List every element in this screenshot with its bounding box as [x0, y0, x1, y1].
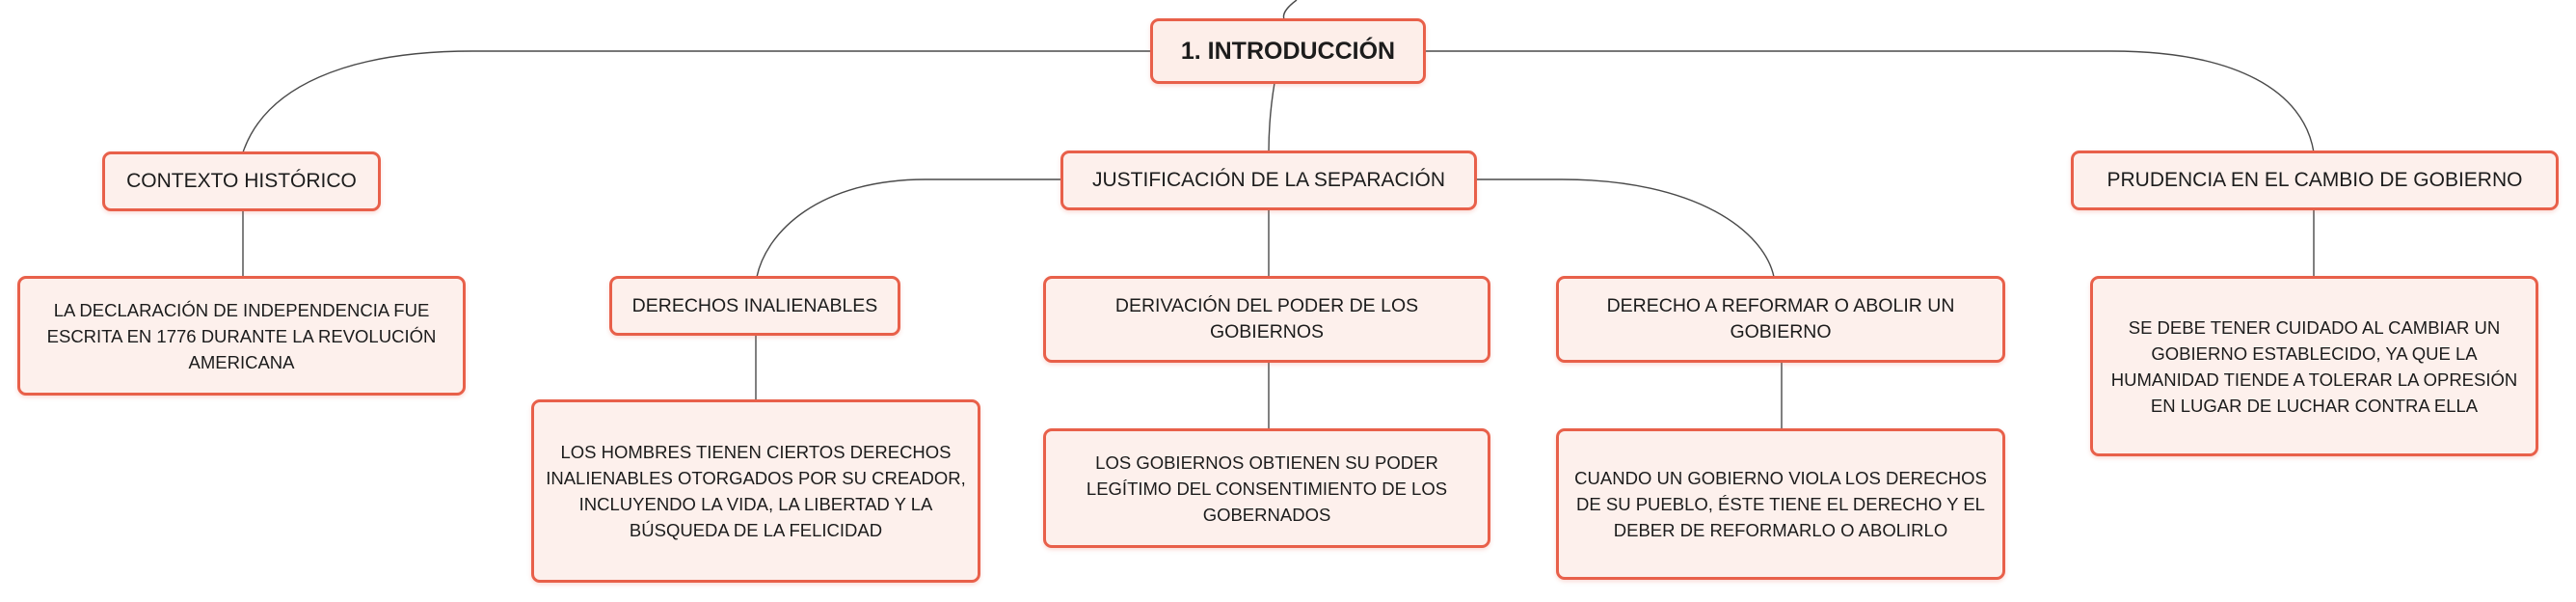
connector-justificacion-reformar — [1475, 178, 1775, 278]
detail-prudencia-cambio-gobierno[interactable]: SE DEBE TENER CUIDADO AL CAMBIAR UN GOBI… — [2090, 276, 2538, 456]
subtopic-derecho-reformar-abolir[interactable]: DERECHO A REFORMAR O ABOLIR UN GOBIERNO — [1556, 276, 2005, 363]
detail-contexto-historico[interactable]: LA DECLARACIÓN DE INDEPENDENCIA FUE ESCR… — [17, 276, 466, 396]
detail-text: CUANDO UN GOBIERNO VIOLA LOS DERECHOS DE… — [1574, 468, 1987, 540]
topic-justificacion-separacion[interactable]: JUSTIFICACIÓN DE LA SEPARACIÓN — [1060, 150, 1477, 210]
connector-justificacion-derechos — [756, 178, 1062, 278]
root-node-introduccion[interactable]: 1. INTRODUCCIÓN — [1150, 18, 1426, 84]
topic-contexto-historico[interactable]: CONTEXTO HISTÓRICO — [102, 151, 381, 211]
topic-label: JUSTIFICACIÓN DE LA SEPARACIÓN — [1091, 169, 1445, 191]
connector-root-justificacion — [1268, 82, 1275, 153]
detail-text: LOS GOBIERNOS OBTIENEN SU PODER LEGÍTIMO… — [1086, 452, 1448, 525]
detail-text: LA DECLARACIÓN DE INDEPENDENCIA FUE ESCR… — [46, 299, 437, 372]
detail-derechos-inalienables[interactable]: LOS HOMBRES TIENEN CIERTOS DERECHOS INAL… — [531, 399, 980, 583]
subtopic-label: DERECHO A REFORMAR O ABOLIR UN GOBIERNO — [1606, 295, 1955, 342]
detail-text: LOS HOMBRES TIENEN CIERTOS DERECHOS INAL… — [546, 442, 966, 540]
detail-derecho-reformar-abolir[interactable]: CUANDO UN GOBIERNO VIOLA LOS DERECHOS DE… — [1556, 428, 2005, 580]
connector-root-parent — [1282, 0, 1298, 20]
subtopic-derechos-inalienables[interactable]: DERECHOS INALIENABLES — [609, 276, 900, 336]
subtopic-derivacion-poder[interactable]: DERIVACIÓN DEL PODER DE LOS GOBIERNOS — [1043, 276, 1490, 363]
root-label: 1. INTRODUCCIÓN — [1180, 37, 1396, 65]
connector-root-prudencia — [1425, 50, 2315, 153]
subtopic-label: DERIVACIÓN DEL PODER DE LOS GOBIERNOS — [1114, 295, 1419, 342]
topic-prudencia-cambio-gobierno[interactable]: PRUDENCIA EN EL CAMBIO DE GOBIERNO — [2071, 150, 2559, 210]
subtopic-label: DERECHOS INALIENABLES — [631, 294, 878, 316]
detail-derivacion-poder[interactable]: LOS GOBIERNOS OBTIENEN SU PODER LEGÍTIMO… — [1043, 428, 1490, 548]
detail-text: SE DEBE TENER CUIDADO AL CAMBIAR UN GOBI… — [2110, 316, 2518, 416]
topic-label: PRUDENCIA EN EL CAMBIO DE GOBIERNO — [2106, 169, 2523, 191]
connector-root-contexto — [242, 50, 1152, 153]
topic-label: CONTEXTO HISTÓRICO — [126, 170, 357, 192]
